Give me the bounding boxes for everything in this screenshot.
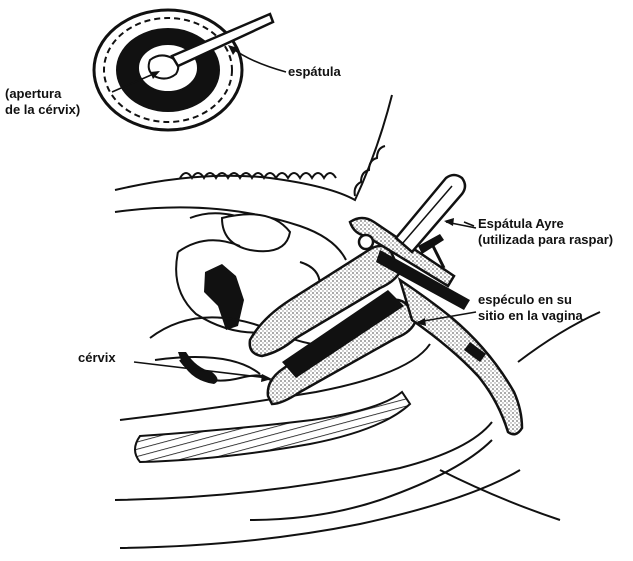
apertura-label-line1: (apertura	[5, 86, 61, 102]
cervix-inset	[94, 10, 273, 130]
especulo-label-line1: espéculo en su	[478, 292, 572, 308]
ayre-label-line1: Espátula Ayre	[478, 216, 564, 232]
ayre-label-line2: (utilizada para raspar)	[478, 232, 613, 248]
especulo-label-line2: sitio en la vagina	[478, 308, 583, 324]
apertura-label-line2: de la cérvix)	[5, 102, 80, 118]
espatula-label: espátula	[288, 64, 341, 80]
cervix-label: cérvix	[78, 350, 116, 366]
